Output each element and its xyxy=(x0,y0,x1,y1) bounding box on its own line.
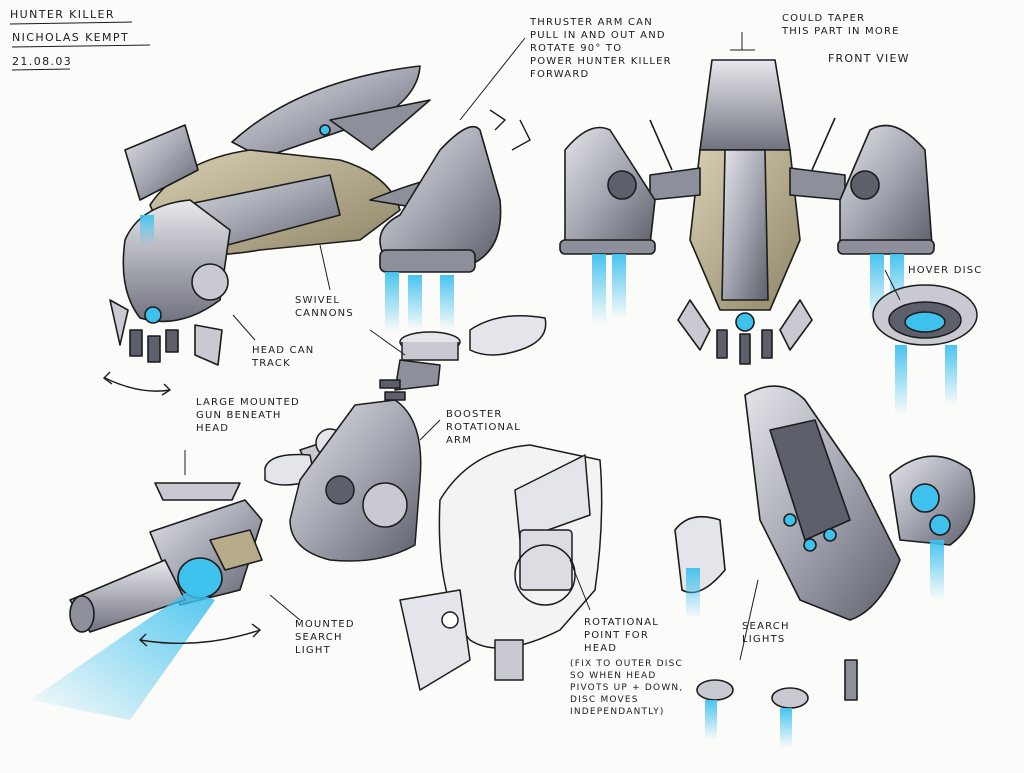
note-swivel-cannons: Swivel cannons xyxy=(295,295,354,319)
search-light-beam xyxy=(30,590,215,720)
sheet-title: Hunter Killer xyxy=(10,8,115,21)
leader-lines xyxy=(184,32,901,661)
swivel-cannon-sketch xyxy=(379,315,547,401)
mounted-gun-sketch xyxy=(69,482,263,633)
note-front-view: Front view xyxy=(828,52,910,65)
hero-perspective-sketch xyxy=(109,65,502,366)
note-gun-beneath: Large mounted gun beneath head xyxy=(196,397,300,434)
artist-name: Nicholas Kempt xyxy=(12,31,130,44)
hero-thruster-beams xyxy=(140,215,454,332)
booster-arm-sketch xyxy=(264,399,422,562)
note-search-lights: Search lights xyxy=(742,621,790,645)
note-rotational-point: Rotational point for head xyxy=(584,617,660,654)
underside-view-sketch xyxy=(674,385,976,709)
note-head-track: Head can track xyxy=(252,345,315,369)
note-disc-fix: (Fix to outer disc so when head pivots u… xyxy=(570,659,684,717)
note-taper: Could taper this part in more xyxy=(782,13,900,37)
hover-disc-sketch xyxy=(872,284,978,415)
rotational-head-sketch xyxy=(399,444,603,691)
motion-arrows xyxy=(102,109,531,647)
header-underlines xyxy=(9,21,151,71)
front-view-sketch xyxy=(559,59,935,365)
underside-beams xyxy=(686,540,944,748)
note-thruster-arm: Thruster arm can pull in and out and rot… xyxy=(530,17,672,80)
sheet-date: 21.08.03 xyxy=(12,55,73,68)
note-hover-disc: Hover disc xyxy=(908,265,983,276)
note-search-light: Mounted search light xyxy=(295,619,355,656)
note-booster-arm: Booster rotational arm xyxy=(446,409,522,446)
